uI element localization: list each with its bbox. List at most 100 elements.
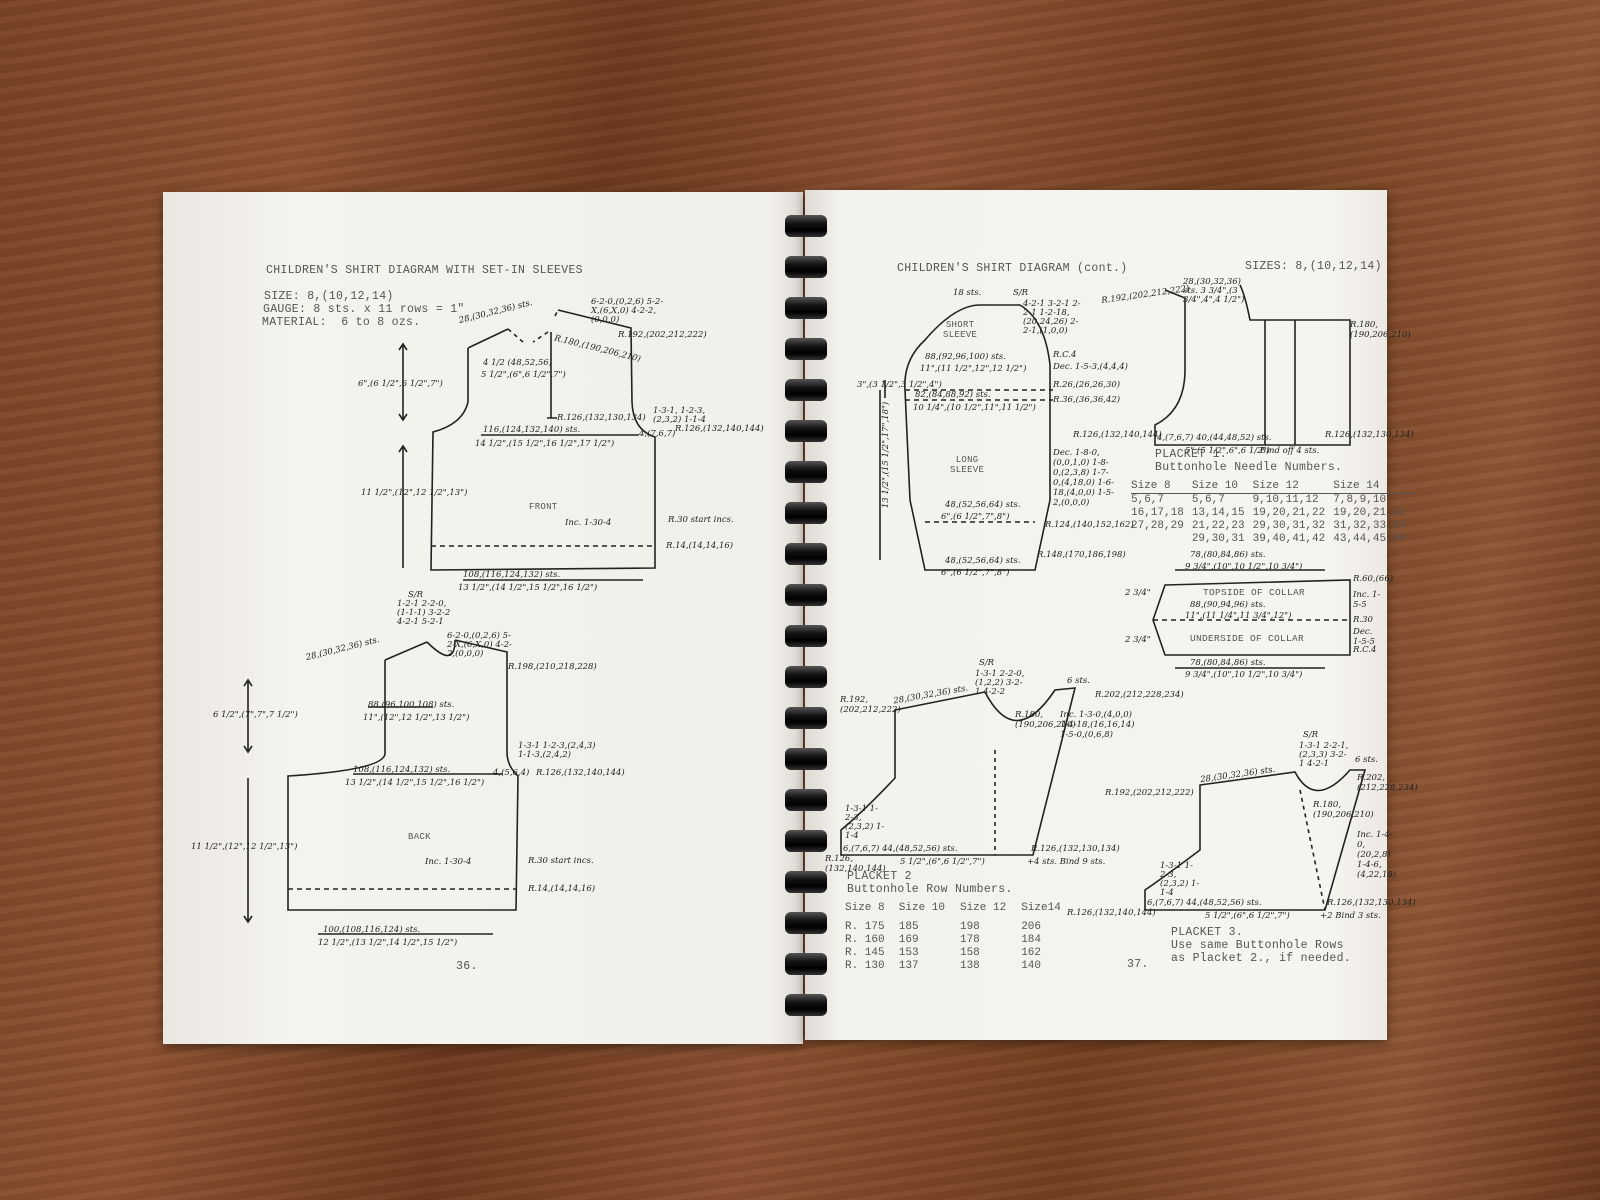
placket2-title: PLACKET 2 — [847, 870, 912, 883]
cell: 21,22,23 — [1191, 520, 1245, 532]
placket2-arm: 1-3-1 1-2-3,(2,3,2) 1-1-4 — [845, 804, 885, 841]
cell: R. 130 — [845, 960, 885, 972]
cell: 137 — [898, 960, 919, 972]
collar-top-in: 9 3/4",(10",10 1/2",10 3/4") — [1185, 562, 1303, 572]
placket3-line1: Use same Buttonhole Rows — [1171, 939, 1344, 952]
front-bind: 4,(7,6,7) — [639, 429, 676, 439]
collar-mid-in: 11",(11 1/4",11 3/4",12") — [1185, 611, 1292, 621]
placket2-sr-dec: 1-3-1 2-2-0,(1,2,2) 3-2-1 4-2-2 — [975, 669, 1025, 697]
cell: 162 — [1021, 947, 1042, 959]
page-number: 37. — [1127, 958, 1149, 971]
front-r126a: R.126,(132,130,134) — [557, 413, 646, 423]
coil — [785, 215, 827, 237]
cell: 185 — [898, 921, 919, 933]
front-label: FRONT — [529, 502, 558, 512]
sizes-line: SIZES: 8,(10,12,14) — [1245, 260, 1382, 273]
back-inc: Inc. 1-30-4 — [425, 857, 472, 867]
coil — [785, 379, 827, 401]
sleeve-r124: R.124,(140,152,162) — [1045, 520, 1134, 530]
cell: 13,14,15 — [1191, 507, 1245, 519]
back-sr: S/R — [408, 590, 424, 600]
gauge-line: GAUGE: 8 sts. x 11 rows = 1" — [263, 303, 465, 316]
placket3-base: 6,(7,6,7) 44,(48,52,56) sts. — [1147, 898, 1262, 908]
cell: 39,40,41,42 — [1252, 533, 1326, 545]
cell: 19,20,21,22 — [1252, 507, 1326, 519]
placket3-outline — [1144, 769, 1367, 911]
placket2-r126b: R.126,(132,130,134) — [1031, 844, 1120, 854]
coil — [785, 707, 827, 729]
placket3-sr: S/R — [1303, 730, 1319, 740]
cell: 16,17,18 — [1131, 507, 1184, 519]
sleeve-bottom-sts: 48,(52,56,64) sts. — [945, 556, 1021, 566]
cell: 206 — [1021, 921, 1042, 933]
right-page: CHILDREN'S SHIRT DIAGRAM (cont.) SIZES: … — [805, 190, 1418, 1040]
back-r198: R.198,(210,218,228) — [508, 662, 597, 672]
coil — [785, 625, 827, 647]
size-line: SIZE: 8,(10,12,14) — [264, 290, 394, 303]
coil — [785, 297, 827, 319]
collar-mid-sts: 88,(90,94,96) sts. — [1190, 600, 1266, 610]
cell: 29,30,31 — [1191, 533, 1245, 545]
coil — [785, 666, 827, 688]
coil — [785, 789, 827, 811]
placket3-base-in: 5 1/2",(6",6 1/2",7") — [1205, 911, 1290, 921]
placket2-r192: R.192,(202,212,222) — [840, 695, 901, 715]
sleeve-bottom-in: 6",(6 1/2",7",8") — [941, 568, 1010, 578]
coil — [785, 994, 827, 1016]
placket3-r126b: R.126,(132,130,134) — [1327, 898, 1416, 908]
coil — [785, 420, 827, 442]
sleeve-top-sts: 18 sts. — [953, 288, 982, 298]
placket2-outline — [840, 687, 1077, 856]
collar-bot-in: 9 3/4",(10",10 1/2",10 3/4") — [1185, 670, 1303, 680]
placket3-inc: Inc. 1-4-0,(20,2,8) 1-4-6,(4,22,18) — [1357, 830, 1397, 880]
back-upper-in: 11",(12",12 1/2",13 1/2") — [363, 713, 470, 723]
short-sleeve-sts: 88,(92,96,100) sts. — [925, 352, 1006, 362]
collar-h1: 2 3/4" — [1125, 588, 1151, 598]
placket3-r180: R.180,(190,206,210) — [1313, 800, 1374, 820]
placket2-bind: +4 sts. Bind 9 sts. — [1027, 857, 1106, 867]
sleeve-r26: R.26,(26,26,30) — [1053, 380, 1121, 390]
cell: 9,10,11,12 — [1252, 494, 1319, 506]
placket1-title: PLACKET 1. — [1155, 448, 1228, 461]
cell: R. 160 — [845, 934, 885, 946]
page-number: 36. — [456, 960, 478, 973]
collar-r60: R.60,(66) — [1353, 574, 1394, 584]
back-arm-dec: 1-3-1 1-2-3,(2,4,3) 1-1-3,(2,4,2) — [518, 741, 596, 760]
back-upper-sts: 88,(96,100,108) sts. — [368, 700, 455, 710]
placket3-r126: R.126,(132,140,144) — [1067, 908, 1156, 918]
long-sleeve-label: LONG SLEEVE — [950, 455, 985, 475]
collar-underside-label: UNDERSIDE OF COLLAR — [1190, 633, 1305, 644]
placket1-r126: R.126,(132,140,144) — [1073, 430, 1162, 440]
cell: 178 — [959, 934, 980, 946]
sleeve-sr: S/R — [1013, 288, 1029, 298]
page-title: CHILDREN'S SHIRT DIAGRAM WITH SET-IN SLE… — [266, 264, 583, 277]
placket3-six: 6 sts. — [1355, 755, 1378, 765]
placket3-sr-dec: 1-3-1 2-2-1,(2,3,3) 3-2-1 4-2-1 — [1299, 741, 1349, 769]
cell: 7,8,9,10 — [1333, 494, 1387, 506]
front-body-height: 11 1/2",(12",12 1/2",13") — [361, 488, 468, 498]
back-hem-in: 12 1/2",(13 1/2",14 1/2",15 1/2") — [318, 938, 458, 948]
placket1-subtitle: Buttonhole Needle Numbers. — [1155, 461, 1343, 474]
cell: 43,44,45,46 — [1333, 533, 1406, 545]
header-size-8: Size 8 — [845, 902, 885, 914]
cell: 198 — [959, 921, 980, 933]
placket2-base: 6,(7,6,7) 44,(48,52,56) sts. — [843, 844, 958, 854]
placket3-title: PLACKET 3. — [1171, 926, 1244, 939]
header-size-14: Size 14 — [1333, 480, 1380, 492]
front-outline — [430, 309, 656, 571]
collar-r30: R.30 — [1353, 615, 1373, 625]
back-bind: 4,(5,6,4) — [493, 768, 530, 778]
coil — [785, 338, 827, 360]
placket1-base: 4,(7,6,7) 40,(44,48,52) sts. — [1157, 433, 1272, 443]
back-chest-sts: 108,(116,124,132) sts. — [353, 765, 451, 775]
left-page: CHILDREN'S SHIRT DIAGRAM WITH SET-IN SLE… — [163, 192, 803, 1044]
header-size-14: Size14 — [1021, 902, 1061, 914]
placket1-shoulder: 28,(30,32,36) sts. 3 3/4",(3 3/4",4",4 1… — [1183, 277, 1245, 305]
placket2-r202: R.202,(212,228,234) — [1095, 690, 1184, 700]
cuff-sts: 48,(52,56,64) sts. — [945, 500, 1021, 510]
cuff-in: 6",(6 1/2",7",8") — [941, 512, 1010, 522]
